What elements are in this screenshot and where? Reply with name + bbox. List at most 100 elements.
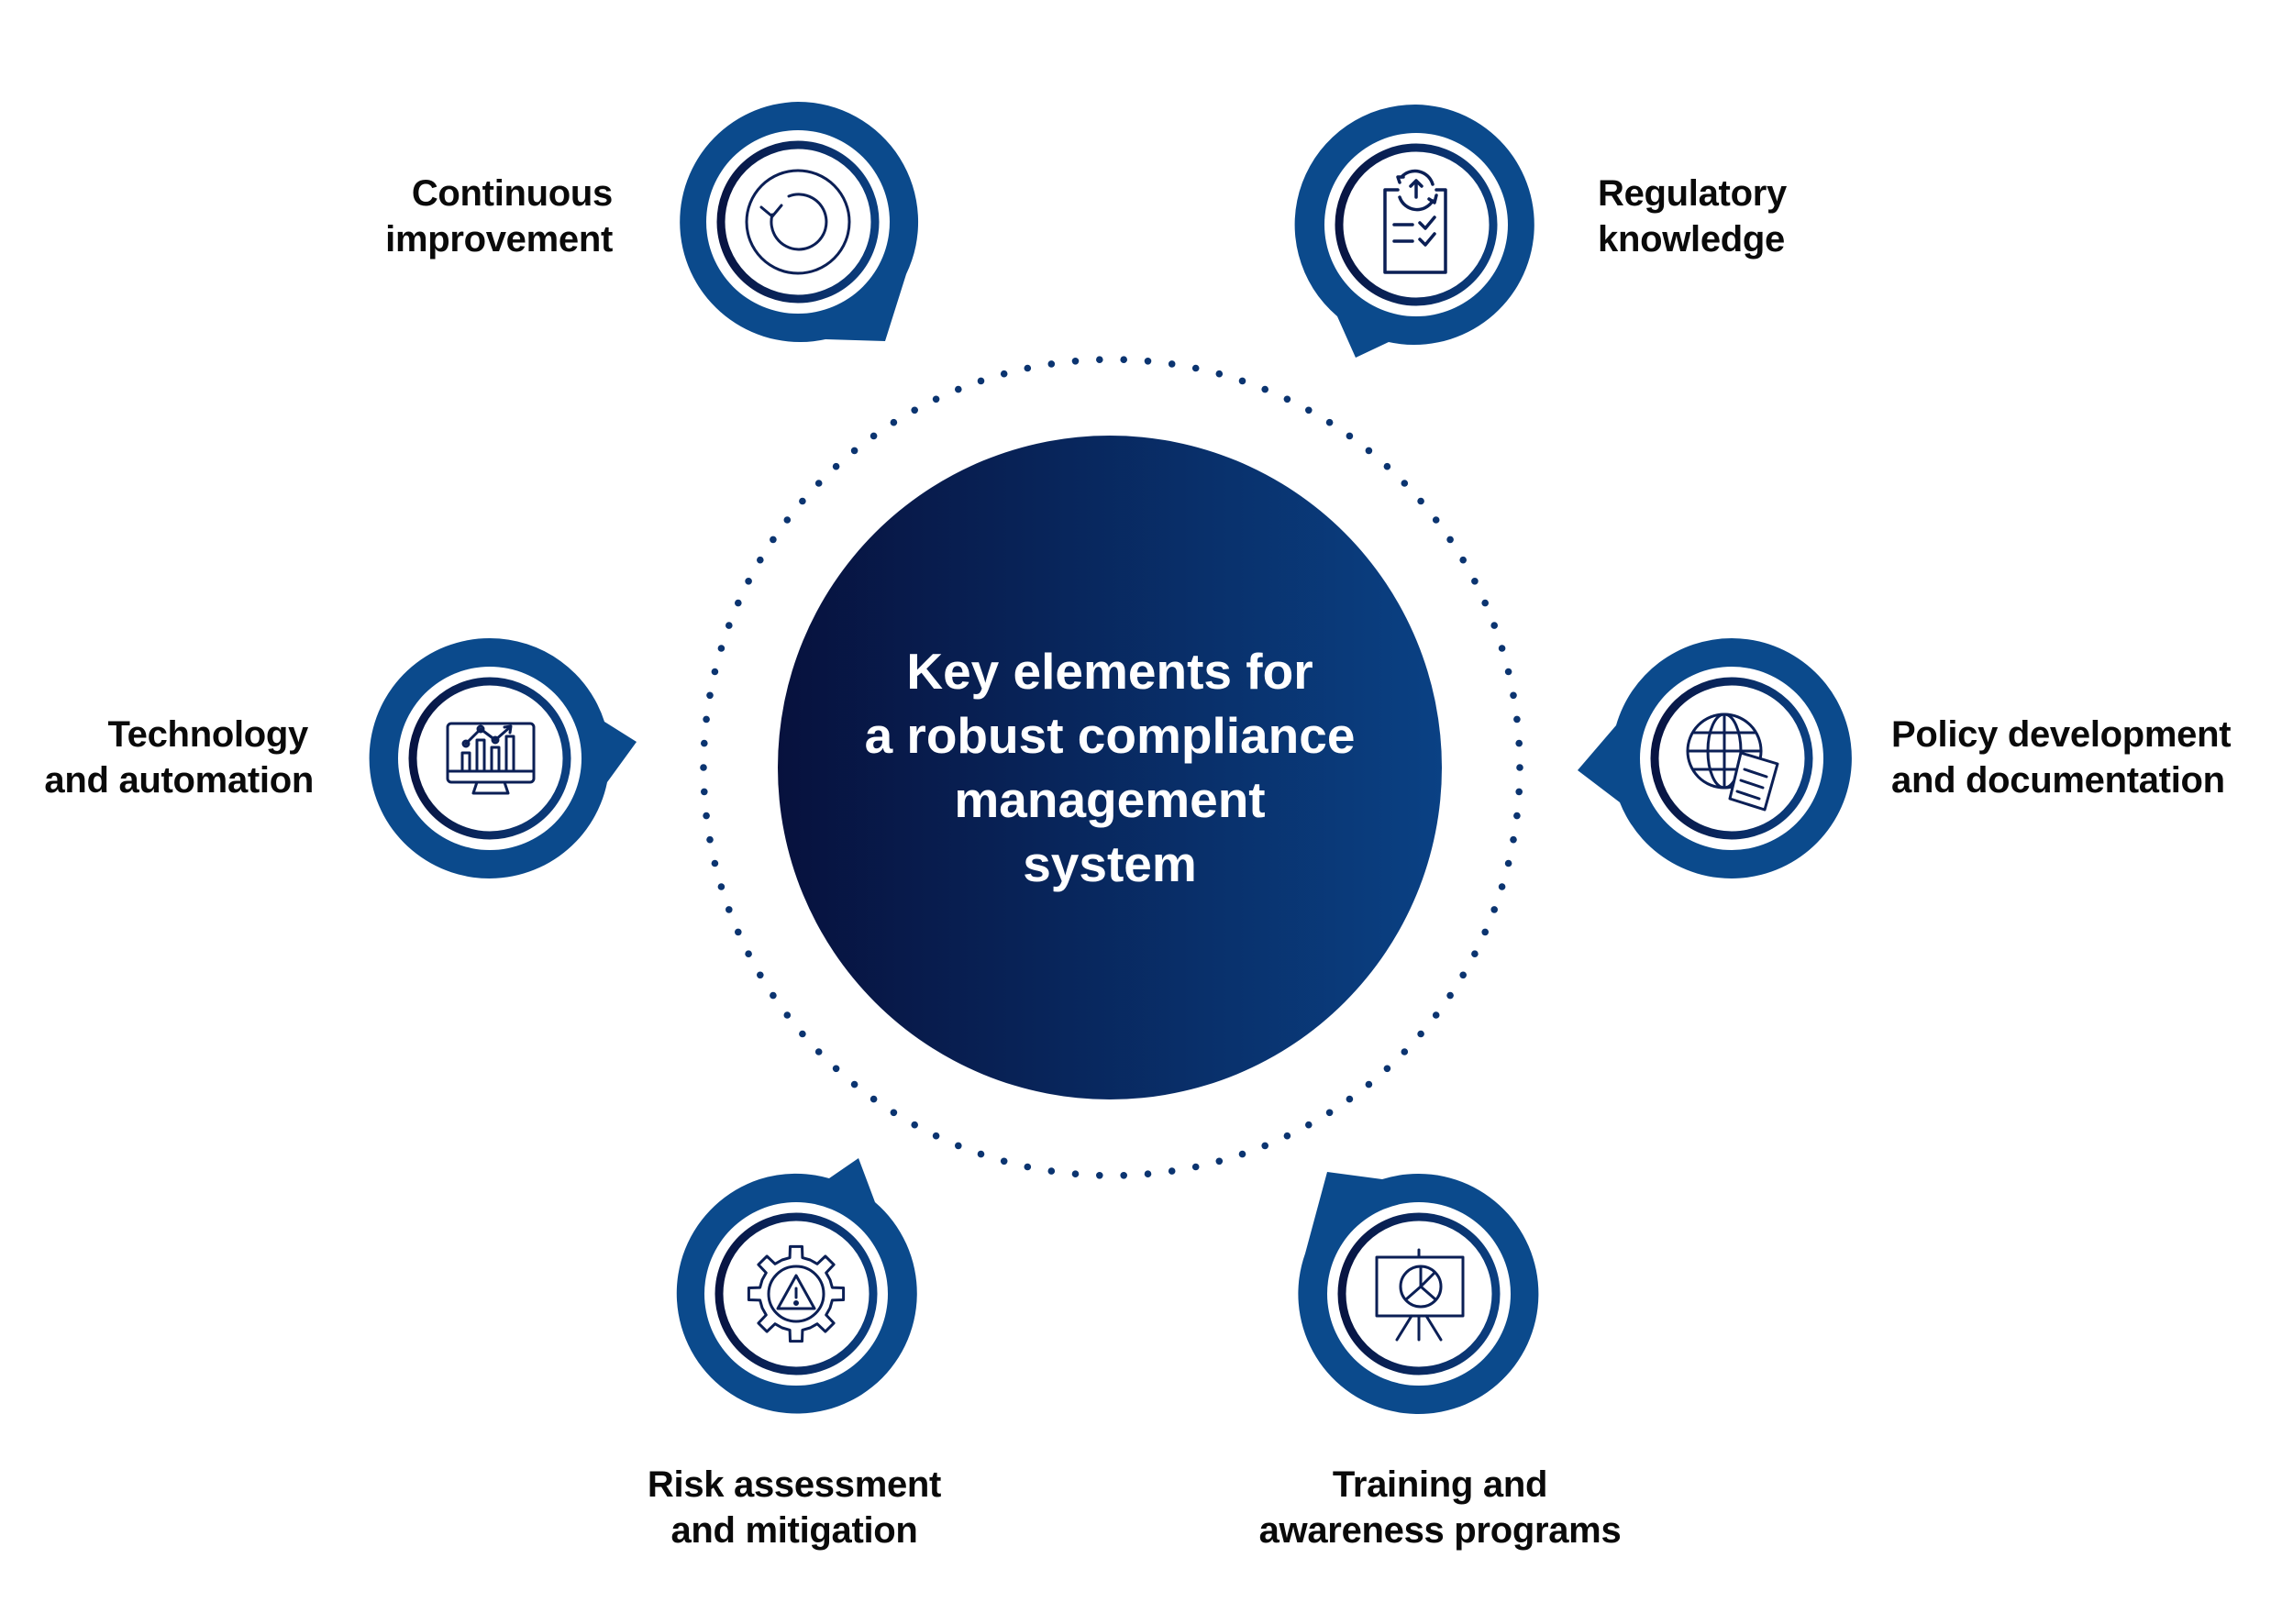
dotted-orbit-ring [700, 356, 1523, 1179]
orbit-dot [799, 497, 806, 505]
orbit-dot [1417, 497, 1424, 505]
orbit-dot [735, 599, 742, 607]
orbit-dot [770, 991, 777, 1000]
orbit-dot [1346, 1095, 1354, 1103]
label-continuous-improvement: Continuous improvement [385, 173, 613, 260]
orbit-dot [1417, 1030, 1424, 1038]
orbit-dot [1024, 364, 1032, 372]
orbit-dot [1504, 668, 1512, 676]
orbit-dot [1490, 622, 1498, 629]
orbit-dot [1325, 418, 1334, 426]
orbit-dot [1471, 578, 1479, 585]
orbit-dot [703, 715, 710, 724]
center-circle [778, 436, 1442, 1099]
orbit-dot [1446, 536, 1454, 544]
orbit-dot [1144, 358, 1152, 365]
orbit-dot [1515, 788, 1523, 796]
bubble-policy-development [1578, 638, 1852, 878]
orbit-dot [1215, 1157, 1224, 1166]
orbit-dot [1261, 385, 1268, 393]
orbit-dot [1144, 1170, 1152, 1177]
orbit-dot [814, 1048, 823, 1055]
orbit-dot [1401, 1048, 1409, 1055]
orbit-dot [1481, 599, 1489, 607]
gear-warning-icon [747, 1244, 846, 1343]
orbit-dot [850, 447, 858, 455]
orbit-dot [701, 788, 708, 796]
orbit-dot [932, 1132, 940, 1140]
orbit-dot [726, 622, 733, 629]
orbit-dot [1516, 764, 1523, 771]
orbit-dot [911, 406, 918, 414]
orbit-dot [1513, 715, 1521, 724]
orbit-dot [1168, 1167, 1176, 1175]
orbit-dot [1504, 859, 1512, 867]
orbit-dot [1305, 1121, 1313, 1129]
center-title: Key elements for a robust compliance man… [807, 639, 1412, 896]
orbit-dot [700, 764, 707, 771]
orbit-dot [977, 377, 985, 385]
orbit-dot [1383, 1065, 1391, 1073]
orbit-dot [1346, 432, 1354, 440]
orbit-dot [1238, 377, 1246, 385]
orbit-dot [1000, 370, 1008, 378]
orbit-dot [814, 480, 823, 487]
orbit-dot [1471, 950, 1479, 957]
orbit-dot [1401, 480, 1409, 487]
bubble-risk-assessment [676, 1158, 917, 1414]
orbit-dot [1191, 364, 1200, 372]
orbit-dot [757, 556, 764, 564]
orbit-dot [1000, 1157, 1008, 1166]
orbit-dot [799, 1030, 806, 1038]
orbit-dot [890, 1109, 898, 1117]
orbit-dot [1305, 406, 1313, 414]
orbit-dot [1432, 1011, 1440, 1019]
orbit-dot [711, 859, 719, 867]
orbit-dot [1513, 812, 1521, 820]
orbit-dot [1071, 1170, 1080, 1177]
orbit-dot [1096, 356, 1103, 364]
orbit-dot [1498, 645, 1506, 652]
label-technology-automation: Technology and automation [44, 714, 314, 801]
orbit-dot [711, 668, 719, 676]
orbit-dot [955, 385, 962, 393]
orbit-dot [701, 739, 708, 747]
bubble-training-awareness [1298, 1172, 1539, 1414]
orbit-dot [1168, 360, 1176, 368]
orbit-dot [1325, 1109, 1334, 1117]
orbit-dot [1238, 1150, 1246, 1158]
orbit-dot [1432, 516, 1440, 524]
orbit-dot [1515, 739, 1523, 747]
orbit-dot [870, 1095, 878, 1103]
orbit-dot [850, 1080, 858, 1088]
orbit-dot [1047, 1167, 1056, 1175]
label-training-awareness: Training and awareness programs [1258, 1464, 1622, 1551]
orbit-dot [706, 691, 714, 700]
orbit-dot [757, 971, 764, 979]
orbit-dot [745, 950, 752, 957]
orbit-dot [1096, 1172, 1103, 1179]
orbit-dot [1446, 991, 1454, 1000]
orbit-dot [1047, 360, 1056, 368]
orbit-dot [735, 928, 742, 936]
orbit-dot [1490, 906, 1498, 913]
orbit-dot [832, 1065, 840, 1073]
label-policy-development: Policy development and documentation [1891, 714, 2232, 801]
center-title-line: Key elements for [906, 643, 1313, 700]
center-title-line: system [1023, 835, 1197, 892]
orbit-dot [890, 418, 898, 426]
orbit-dot [1071, 358, 1080, 365]
orbit-dot [932, 395, 940, 403]
orbit-dot [1481, 928, 1489, 936]
orbit-dot [870, 432, 878, 440]
orbit-dot [1510, 835, 1517, 844]
orbit-dot [1283, 395, 1291, 403]
refresh-cycle-icon [745, 169, 851, 275]
orbit-dot [1510, 691, 1517, 700]
center-title-line: management [954, 771, 1266, 828]
orbit-dot [1383, 462, 1391, 470]
bubble-technology-automation [369, 637, 637, 878]
label-risk-assessment: Risk assessment and mitigation [647, 1464, 942, 1551]
orbit-dot [955, 1142, 962, 1150]
